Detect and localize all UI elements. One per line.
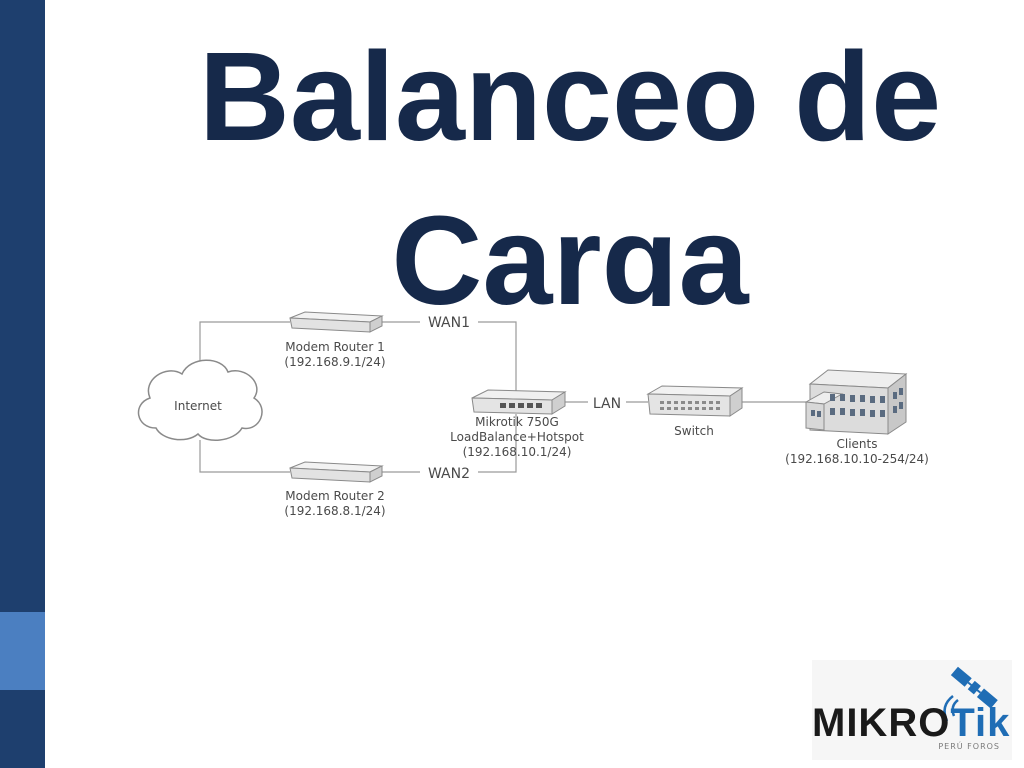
slide-title-line1: Balanceo de <box>198 26 942 167</box>
wan2-label: WAN2 <box>428 466 470 482</box>
clients-building-icon <box>804 369 908 435</box>
mikrotik-role: LoadBalance+Hotspot <box>450 430 584 444</box>
logo-brand-part2: Tik <box>950 701 1010 745</box>
mikrotik-name: Mikrotik 750G <box>475 415 559 429</box>
modem-router-1-name: Modem Router 1 <box>285 340 384 354</box>
switch-icon <box>646 385 744 417</box>
modem-router-1-icon <box>289 311 384 333</box>
slide-title-line2: Carga <box>391 198 749 306</box>
connection-lines <box>199 321 806 473</box>
slide-title-line2-wrap: Carga <box>150 198 990 306</box>
modem-router-2-ip: (192.168.8.1/24) <box>284 504 385 518</box>
svg-text:MIKROTik: MIKROTik <box>812 701 1010 745</box>
satellite-icon <box>943 666 998 722</box>
mikrotik-logo-art: MIKROTik PERÚ FOROS <box>812 666 1010 751</box>
wan1-label: WAN1 <box>428 315 470 331</box>
mikrotik-logo: MIKROTik PERÚ FOROS <box>812 660 1012 760</box>
internet-label: Internet <box>174 399 222 413</box>
clients-label: Clients <box>837 437 878 451</box>
modem-router-2-icon <box>289 461 384 483</box>
sidebar-bar-top <box>0 0 45 612</box>
logo-tagline: PERÚ FOROS <box>938 740 1000 751</box>
modem-router-1-ip: (192.168.9.1/24) <box>284 355 385 369</box>
switch-label: Switch <box>674 424 714 438</box>
clients-ip: (192.168.10.10-254/24) <box>785 452 929 466</box>
modem-router-2-name: Modem Router 2 <box>285 489 384 503</box>
mikrotik-router-icon <box>471 389 567 415</box>
sidebar-bar-bottom <box>0 690 45 768</box>
internet-cloud-icon <box>137 359 263 441</box>
mikrotik-ip: (192.168.10.1/24) <box>463 445 572 459</box>
lan-label: LAN <box>593 396 621 412</box>
sidebar-bar-accent <box>0 612 45 690</box>
logo-brand-part1: MIKRO <box>812 701 950 745</box>
